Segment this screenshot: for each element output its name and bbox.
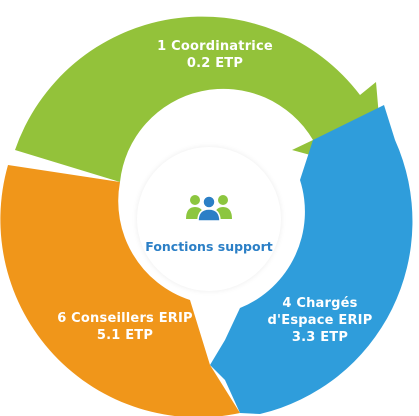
center-hub: Fonctions support bbox=[137, 147, 281, 291]
conseillers-title: 6 Conseillers ERIP bbox=[57, 311, 193, 326]
segment-coordinatrice bbox=[15, 16, 384, 183]
coordinatrice-etp: 0.2 ETP bbox=[186, 56, 244, 71]
coordinatrice-title: 1 Coordinatrice bbox=[157, 39, 273, 54]
conseillers-etp: 5.1 ETP bbox=[96, 328, 154, 343]
label-charges: 4 Chargés d'Espace ERIP 3.3 ETP bbox=[250, 295, 390, 346]
charges-etp: 3.3 ETP bbox=[291, 330, 349, 345]
people-group-icon bbox=[186, 195, 232, 221]
charges-title: 4 Chargés bbox=[282, 296, 358, 311]
center-label: Fonctions support bbox=[145, 239, 273, 254]
charges-subtitle: d'Espace ERIP bbox=[267, 313, 373, 328]
segment-conseillers bbox=[0, 165, 240, 416]
label-conseillers: 6 Conseillers ERIP 5.1 ETP bbox=[40, 310, 210, 344]
segment-charges bbox=[210, 105, 413, 414]
label-coordinatrice: 1 Coordinatrice 0.2 ETP bbox=[120, 38, 310, 72]
